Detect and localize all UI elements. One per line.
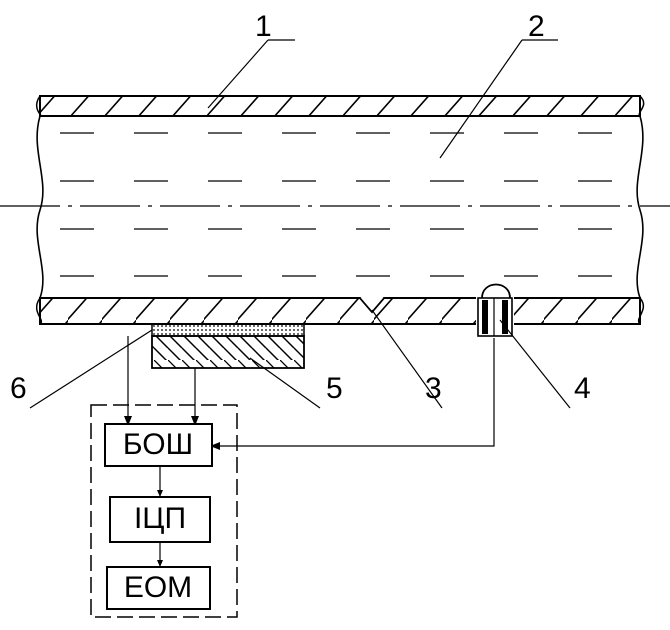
block-icp-label: ІЦП bbox=[134, 502, 186, 535]
label-3: 3 bbox=[425, 372, 442, 405]
fluid-dashes bbox=[60, 132, 620, 277]
block-eom: ЕОМ bbox=[106, 566, 211, 610]
bottom-pipe-wall bbox=[35, 297, 645, 325]
block-eom-label: ЕОМ bbox=[124, 571, 192, 604]
block-bosh: БОШ bbox=[104, 423, 213, 467]
leader-lines bbox=[29, 39, 571, 409]
processing-unit-frame bbox=[90, 404, 238, 618]
label-2: 2 bbox=[528, 10, 545, 43]
plate-5 bbox=[151, 335, 305, 369]
label-5: 5 bbox=[326, 372, 343, 405]
pipe-break-lines bbox=[36, 115, 644, 299]
label-1: 1 bbox=[255, 10, 272, 43]
sensor-4 bbox=[476, 283, 514, 338]
label-4: 4 bbox=[574, 372, 591, 405]
top-pipe-wall bbox=[35, 95, 645, 118]
block-bosh-label: БОШ bbox=[123, 428, 193, 461]
defect-notch bbox=[359, 297, 385, 314]
layer-6 bbox=[151, 323, 305, 337]
arrowheads bbox=[124, 416, 220, 567]
label-6: 6 bbox=[10, 372, 27, 405]
block-icp: ІЦП bbox=[109, 496, 211, 543]
